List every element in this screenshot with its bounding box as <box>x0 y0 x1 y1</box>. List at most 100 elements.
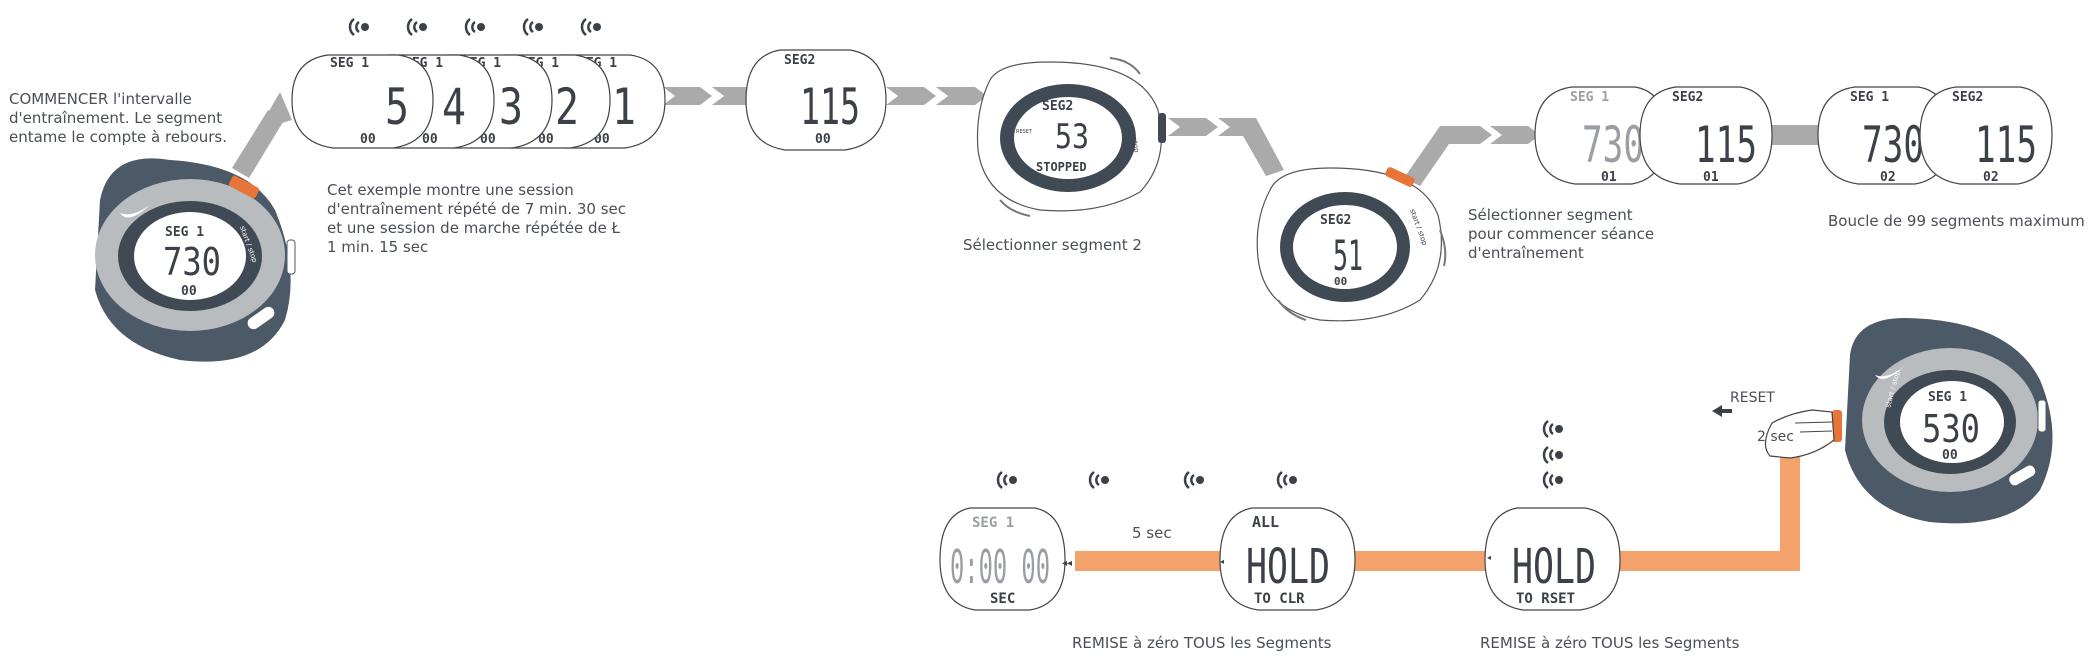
seg2-label: SEG2 <box>784 53 815 68</box>
loop-display: SEG 1 730 01 <box>1534 86 1667 185</box>
watch-button-orange[interactable] <box>1832 410 1842 442</box>
arrow-loop-connector-1 <box>1772 125 1818 145</box>
watch-seg-label: SEG 1 <box>1928 390 1967 405</box>
loop-seg: SEG2 <box>1952 90 1983 105</box>
watch-left-label: RESET <box>1016 129 1033 135</box>
label-five-sec: 5 sec <box>1132 524 1172 542</box>
label-reset-all-2: REMISE à zéro TOUS les Segments <box>1480 634 1740 652</box>
watch-screen <box>134 212 246 300</box>
label-select-segment: Sélectionner segment pour commencer séan… <box>1468 206 1655 262</box>
flow-arrows <box>232 87 1818 186</box>
loop-time: 115 <box>1975 116 2037 174</box>
label-reset: RESET <box>1730 390 1775 406</box>
label-loop: Boucle de 99 segments maximum <box>1828 212 2085 230</box>
countdown-sub: 00 <box>422 132 438 147</box>
countdown-digit: 2 <box>555 78 579 136</box>
watch-button-bottom[interactable] <box>2007 464 2037 488</box>
loop-seg: SEG 1 <box>1850 90 1889 105</box>
countdown-display: SEG 1 5 00 <box>291 54 434 149</box>
loop-seg: SEG2 <box>1672 90 1703 105</box>
arrow-left-glyph: ◂◂ <box>1062 558 1072 569</box>
watch-bracket-top <box>1109 57 1141 75</box>
signal-icon <box>348 17 371 37</box>
loop-sub: 01 <box>1703 170 1719 185</box>
watch-bracket-bottom <box>999 199 1031 217</box>
countdown-sub: 00 <box>360 132 376 147</box>
arrow-watch-to-loop <box>1404 126 1492 186</box>
watch-seg-label: SEG2 <box>1320 213 1351 228</box>
reset-top: SEG 1 <box>972 515 1014 531</box>
countdown-seg: SEG 1 <box>330 56 369 71</box>
loop-display: SEG2 115 02 <box>1919 86 2053 185</box>
watch-screen <box>1293 205 1397 289</box>
countdown-digit: 3 <box>499 78 523 136</box>
label-example: Cet exemple montre une session d'entraîn… <box>327 181 627 256</box>
seg2-display: SEG2 115 00 <box>745 49 887 151</box>
watch-button-bottom[interactable] <box>245 304 276 331</box>
reset-main: HOLD <box>1512 539 1596 595</box>
countdown-digit: 1 <box>612 78 636 136</box>
nike-swoosh-icon <box>120 205 150 218</box>
arrow-stopped-to-watch-b <box>1218 118 1284 176</box>
signal-icon <box>406 17 429 37</box>
reset-bar-middle <box>1355 551 1490 571</box>
reset-sub: TO CLR <box>1254 591 1305 607</box>
arrow-seg2-to-stopped-b <box>936 87 987 105</box>
reset-sub: SEC <box>990 591 1015 607</box>
loop-sub: 02 <box>1880 170 1896 185</box>
watch-button-right[interactable] <box>286 239 296 275</box>
watch-button-orange[interactable] <box>1384 166 1415 188</box>
loop-sub: 02 <box>1983 170 1999 185</box>
watch-right-label: stop <box>1130 137 1141 154</box>
loop-display: SEG2 115 01 <box>1639 86 1773 185</box>
arrow-stopped-to-watch-a <box>1168 118 1218 136</box>
watch-seg-label: SEG 1 <box>165 225 204 240</box>
arrow-seg2-to-stopped-a <box>886 87 936 105</box>
watch-button-right[interactable] <box>1158 113 1166 143</box>
nike-swoosh-icon <box>1875 366 1905 379</box>
label-select-seg2: Sélectionner segment 2 <box>963 236 1142 254</box>
watch-seg2-start: start / stop SEG2 51 00 <box>1256 166 1447 322</box>
watch-time: 51 <box>1333 231 1363 280</box>
seg2-time: 115 <box>800 78 860 136</box>
reset-bar-right <box>1620 551 1800 571</box>
countdown-digit: 4 <box>442 78 466 136</box>
watch-time: 530 <box>1922 407 1980 451</box>
watch-seg-label: SEG2 <box>1042 99 1073 114</box>
countdown-sub: 00 <box>538 132 554 147</box>
watch-time: 730 <box>163 240 221 284</box>
label-reset-all-1: REMISE à zéro TOUS les Segments <box>1072 634 1332 652</box>
signal-icon <box>1542 419 1565 439</box>
reset-main: HOLD <box>1246 539 1330 595</box>
countdown-displays: SEG 1 1 00 SEG 1 2 00 SEG 1 3 00 SEG 1 4… <box>291 54 666 149</box>
countdown-sub: 00 <box>480 132 496 147</box>
reset-bar-left <box>1075 551 1225 571</box>
label-start: COMMENCER l'intervalle d'entraînement. L… <box>9 90 227 146</box>
watch-bracket-right <box>1439 229 1447 267</box>
watch-stopped: RESET stop SEG2 53 STOPPED <box>976 57 1166 217</box>
watch-button-orange[interactable] <box>228 175 260 200</box>
reset-path <box>1075 457 1800 571</box>
arrow-start-chevron <box>258 92 292 130</box>
watch-bracket-bottom <box>1277 299 1307 321</box>
loop-time: 730 <box>1862 116 1924 174</box>
watch-sub: 00 <box>1334 275 1347 288</box>
reset-sub: TO RSET <box>1516 591 1575 607</box>
label-two-sec: 2 sec <box>1757 429 1794 445</box>
signal-icon <box>996 470 1019 490</box>
loop-time: 115 <box>1695 116 1757 174</box>
hand-icon <box>1764 409 1835 459</box>
watch-sub: 00 <box>181 284 197 299</box>
reset-top: ALL <box>1252 513 1279 531</box>
countdown-digit: 5 <box>385 78 409 136</box>
reset-display-1: ALL HOLD TO CLR ◂ <box>1219 507 1356 611</box>
reset-main: 0:00 00 <box>950 540 1050 594</box>
seg2-sub: 00 <box>815 132 831 147</box>
watch-button-right[interactable] <box>2037 399 2047 433</box>
watch-screen <box>1014 97 1122 179</box>
loop-displays: SEG 1 730 01 SEG2 115 01 SEG 1 730 02 SE… <box>1534 86 2053 185</box>
loop-sub: 01 <box>1601 170 1617 185</box>
watch-screen <box>1900 381 2004 463</box>
arrow-left-glyph: ◂ <box>1487 553 1491 562</box>
